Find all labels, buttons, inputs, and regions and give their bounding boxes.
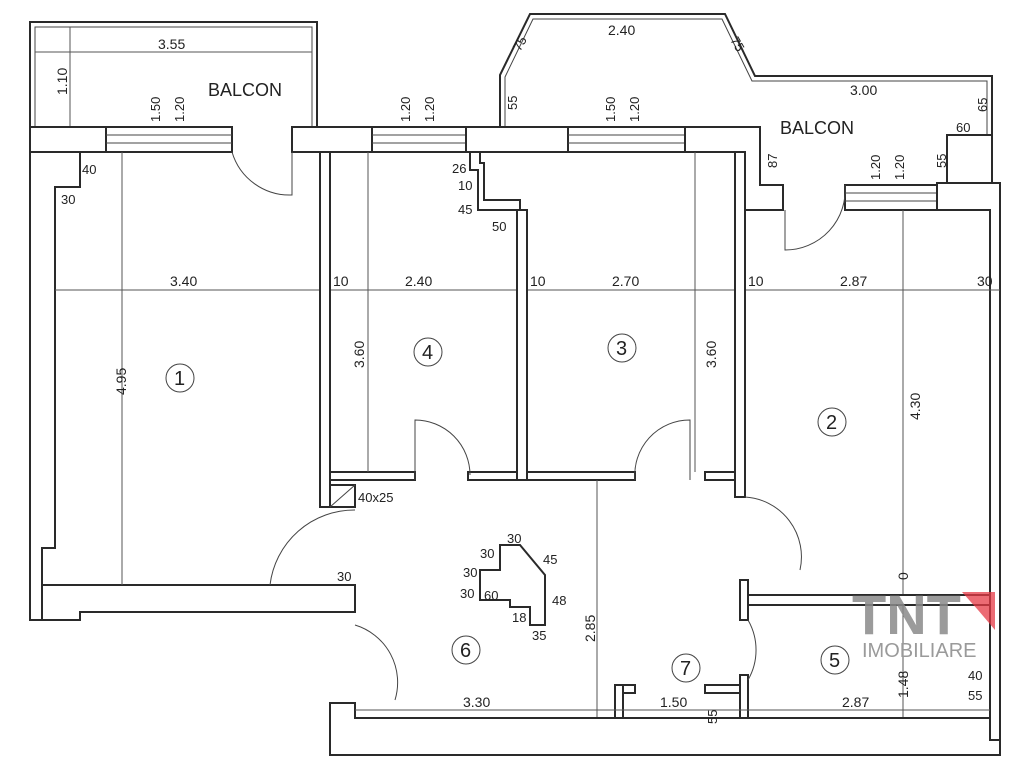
dimension-label: 2.40: [608, 22, 635, 38]
dimension-label: 3.00: [850, 82, 877, 98]
dimension-label: 2.70: [612, 273, 639, 289]
room-number: 6: [460, 640, 471, 662]
dimension-label: 75: [510, 33, 530, 53]
dimension-label: 2.40: [405, 273, 432, 289]
dimension-label: 30: [460, 586, 474, 601]
dimension-label: 2.85: [582, 615, 598, 642]
room-numbers: 1 2 3 4 5 6 7: [165, 333, 850, 683]
dimension-label: 3.40: [170, 273, 197, 289]
dimension-label: 10: [530, 273, 546, 289]
dimension-label: 1.48: [895, 671, 911, 698]
logo-roof-icon: [962, 592, 995, 630]
dimension-label: 10: [333, 273, 349, 289]
dimension-label: 60: [956, 120, 970, 135]
dimension-label: 55: [968, 688, 982, 703]
dimension-label: 4.30: [907, 393, 923, 420]
dimensions: 3.55 1.10 1.50 1.20 1.20 1.20 2.40 75 75…: [54, 22, 993, 724]
dimension-label: 3.55: [158, 36, 185, 52]
tnt-imobiliare-logo: TNT IMOBILIARE: [852, 583, 995, 662]
dimension-label: 0: [895, 572, 911, 580]
dimension-label: 30: [977, 273, 993, 289]
dimension-label: 60: [484, 588, 498, 603]
room-number: 1: [174, 368, 185, 390]
dimension-label: 50: [492, 219, 506, 234]
dimension-label: 55: [505, 96, 520, 110]
dimension-label: 10: [748, 273, 764, 289]
balcony-label-right: BALCON: [780, 118, 854, 138]
doors: [231, 151, 846, 701]
dimension-label: 10: [458, 178, 472, 193]
dimension-label: 75: [727, 34, 747, 54]
dimension-label: 30: [480, 546, 494, 561]
dimension-label: 30: [61, 192, 75, 207]
dimension-label: 1.20: [627, 97, 642, 122]
dimension-label: 1.20: [398, 97, 413, 122]
top-walls: [29, 126, 1001, 756]
interior-walls: [319, 151, 1001, 756]
dimension-label: 30: [507, 531, 521, 546]
dimension-label: 55: [934, 154, 949, 168]
dimension-label: 2.87: [840, 273, 867, 289]
dimension-label: 1.10: [54, 68, 70, 95]
dimension-label: 1.20: [172, 97, 187, 122]
room-number: 3: [616, 338, 627, 360]
dimension-label: 3.60: [351, 341, 367, 368]
dimension-label: 1.50: [660, 694, 687, 710]
dimension-label: 65: [975, 98, 990, 112]
dimension-label: 30: [337, 569, 351, 584]
dimension-label: 3.30: [463, 694, 490, 710]
dimension-label: 26: [452, 161, 466, 176]
dimension-label: 87: [765, 154, 780, 168]
dimension-label: 40: [968, 668, 982, 683]
left-balcony: [29, 21, 318, 127]
logo-subtitle: IMOBILIARE: [862, 640, 976, 662]
dimension-label: 45: [458, 202, 472, 217]
dimension-label: 48: [552, 593, 566, 608]
dimension-label: 1.20: [422, 97, 437, 122]
dimension-label: 1.20: [868, 155, 883, 180]
dimension-label: 4.95: [113, 368, 129, 395]
dimension-label: 1.50: [603, 97, 618, 122]
room-number: 4: [422, 342, 433, 364]
dimension-label: 2.87: [842, 694, 869, 710]
room-1-walls: [29, 151, 1000, 621]
dimension-label: 1.50: [148, 97, 163, 122]
dimension-label: 40: [82, 162, 96, 177]
balcony-label-left: BALCON: [208, 80, 282, 100]
room-number: 5: [829, 650, 840, 672]
dimension-label: 18: [512, 610, 526, 625]
dimension-label: 35: [532, 628, 546, 643]
logo-brand: TNT: [852, 583, 961, 646]
dimension-label: 40x25: [358, 490, 393, 505]
dimension-label: 55: [705, 710, 720, 724]
room-number: 7: [680, 658, 691, 680]
room-number: 2: [826, 412, 837, 434]
dimension-label: 30: [463, 565, 477, 580]
dimension-label: 1.20: [892, 155, 907, 180]
dimension-label: 45: [543, 552, 557, 567]
dimension-label: 3.60: [703, 341, 719, 368]
